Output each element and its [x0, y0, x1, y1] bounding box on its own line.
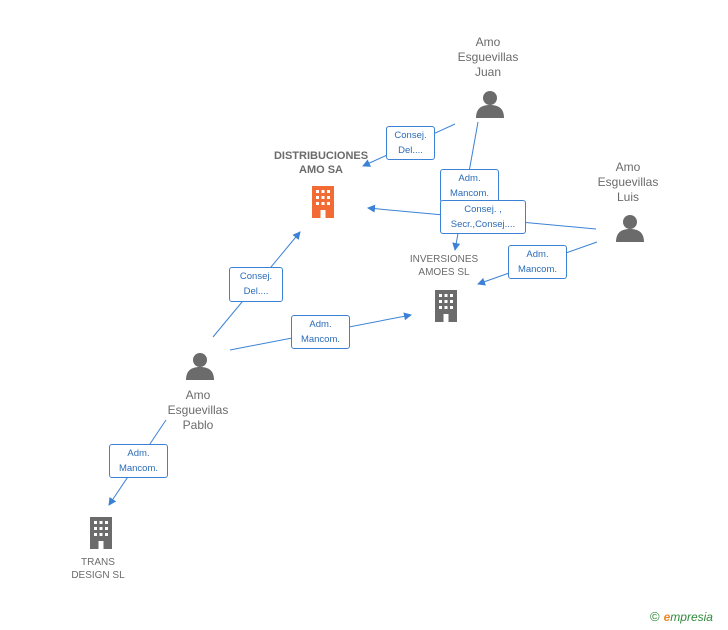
node-label-trans: TRANS DESIGN SL: [71, 557, 125, 581]
node-label-juan: Amo Esguevillas Juan: [457, 35, 519, 79]
edge-label-luis-distribuciones[interactable]: Consej. , Secr.,Consej....: [440, 200, 526, 234]
node-label-luis: Amo Esguevillas Luis: [597, 160, 659, 204]
edge-label-pablo-trans[interactable]: Adm. Mancom.: [109, 444, 168, 478]
node-label-pablo: Amo Esguevillas Pablo: [167, 388, 229, 432]
person-icon[interactable]: [185, 351, 215, 381]
edge-label-pablo-distribuciones[interactable]: Consej. Del....: [229, 267, 283, 302]
node-label-inversiones: INVERSIONES AMOES SL: [409, 254, 479, 278]
edge-label-juan-inversiones[interactable]: Adm. Mancom.: [440, 169, 499, 203]
building-icon[interactable]: [429, 288, 463, 322]
brand-logo: ©empresia: [650, 609, 713, 624]
building-icon[interactable]: [306, 184, 340, 218]
node-label-distribuciones: DISTRIBUCIONES AMO SA: [273, 150, 369, 176]
building-icon[interactable]: [84, 515, 118, 549]
edge-label-luis-inversiones[interactable]: Adm. Mancom.: [508, 245, 567, 279]
person-icon[interactable]: [475, 89, 505, 119]
brand-e: e: [663, 610, 671, 624]
copyright-symbol: ©: [650, 609, 660, 624]
edge-label-pablo-inversiones[interactable]: Adm. Mancom.: [291, 315, 350, 349]
brand-name: mpresia: [670, 610, 713, 624]
edge-label-juan-distribuciones[interactable]: Consej. Del....: [386, 126, 435, 160]
person-icon[interactable]: [615, 213, 645, 243]
